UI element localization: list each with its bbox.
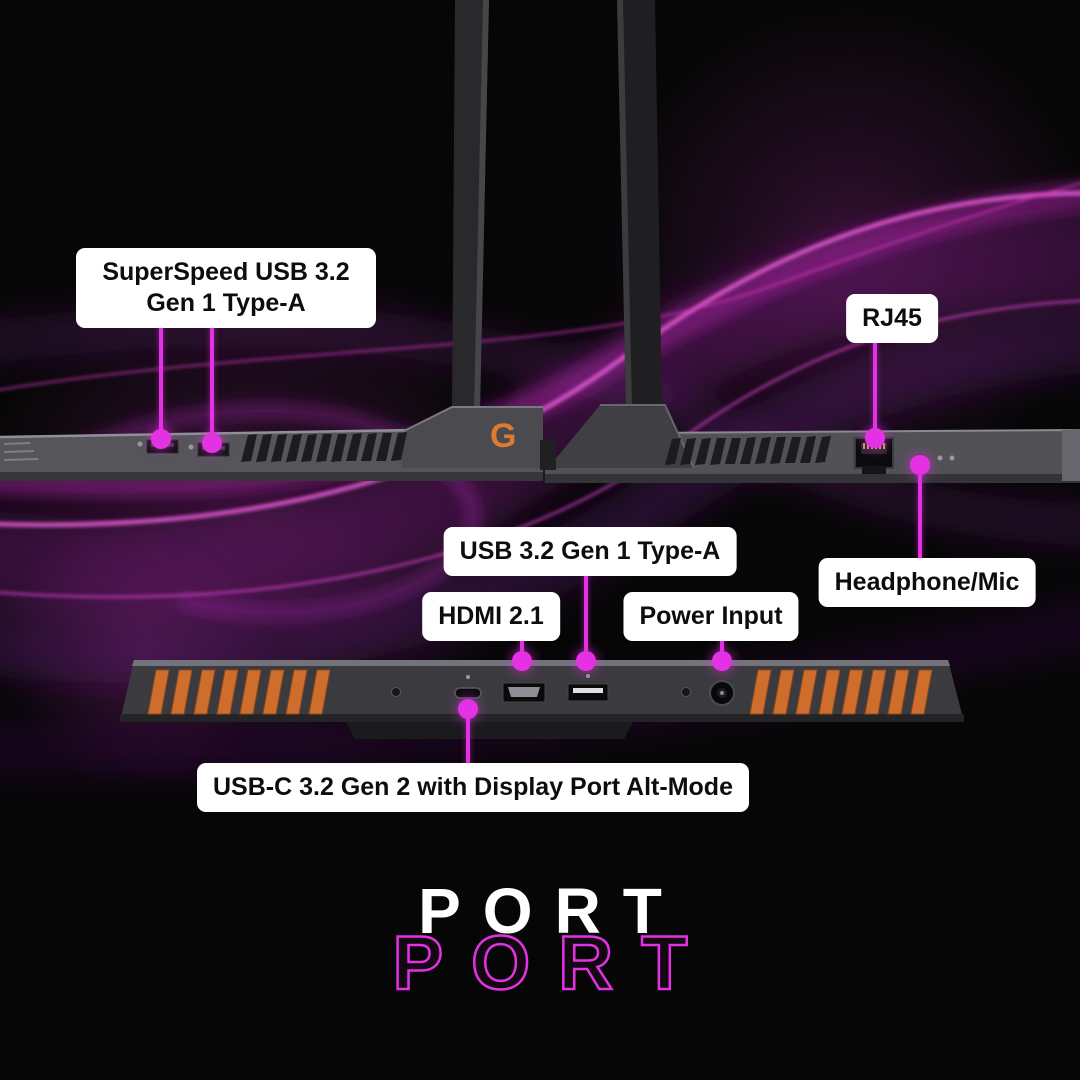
usb-ss-marking-icon (137, 441, 143, 447)
callout-label-usb-a-rear: USB 3.2 Gen 1 Type-A (443, 527, 737, 576)
usb-c-marking-icon (466, 675, 470, 679)
power-port (709, 680, 735, 706)
screw (391, 687, 401, 697)
g-logo: G (490, 417, 516, 455)
hdmi-port (502, 682, 546, 703)
callout-line-rj45 (873, 336, 877, 439)
laptop-right-end-cap (1062, 429, 1080, 481)
callout-dot-usb-a-side-1 (151, 429, 171, 449)
screw (681, 687, 691, 697)
callout-dot-usb-a-rear (576, 651, 596, 671)
callout-label-usb-c: USB-C 3.2 Gen 2 with Display Port Alt-Mo… (197, 763, 749, 812)
callout-label-hdmi: HDMI 2.1 (422, 592, 560, 641)
callout-line-hdmi (520, 638, 524, 662)
rear-vent-left (147, 669, 331, 715)
usb-a-rear-port (567, 674, 609, 702)
port-title-outline: PORT (391, 920, 716, 1008)
rear-stand-shadow (346, 722, 633, 739)
usb-c-port (454, 675, 482, 699)
laptop-left-vents (241, 432, 407, 462)
laptop-right-vents (665, 436, 831, 465)
callout-label-rj45: RJ45 (846, 294, 938, 343)
callout-line-usb-c (466, 709, 470, 767)
laptop-right-body (545, 404, 1080, 483)
laptop-left-body: G (0, 406, 543, 481)
laptop-side-views: G (0, 0, 1080, 483)
callout-label-power: Power Input (623, 592, 799, 641)
usb-ss-marking-icon (188, 444, 194, 450)
hinge-gap (540, 440, 556, 470)
callout-label-headphone-mic: Headphone/Mic (818, 558, 1036, 607)
callout-line-usb-a-side-2 (210, 320, 214, 444)
laptop-right-screen-edge (617, 0, 662, 408)
laptop-rear-view (120, 660, 964, 739)
port-title: PORT (418, 875, 684, 947)
audio-marking-icon (949, 455, 955, 461)
callout-dot-headphone-mic (910, 455, 930, 475)
laptop-left-screen-edge (452, 0, 489, 410)
callout-line-usb-a-side-1 (159, 320, 163, 440)
callout-dot-hdmi (512, 651, 532, 671)
callout-dot-power (712, 651, 732, 671)
usb-ss-marking-icon (586, 674, 590, 678)
callout-line-usb-a-rear (584, 574, 588, 662)
callout-dot-usb-c (458, 699, 478, 719)
laptop-left-edge-detail (3, 442, 39, 461)
rear-vent-right (749, 669, 933, 715)
callout-label-superspeed-usb: SuperSpeed USB 3.2 Gen 1 Type-A (76, 248, 376, 328)
callout-dot-rj45 (865, 428, 885, 448)
callout-line-power (720, 638, 724, 662)
callout-dot-usb-a-side-2 (202, 433, 222, 453)
audio-marking-icon (937, 455, 943, 461)
callout-line-headphone-mic (918, 464, 922, 560)
